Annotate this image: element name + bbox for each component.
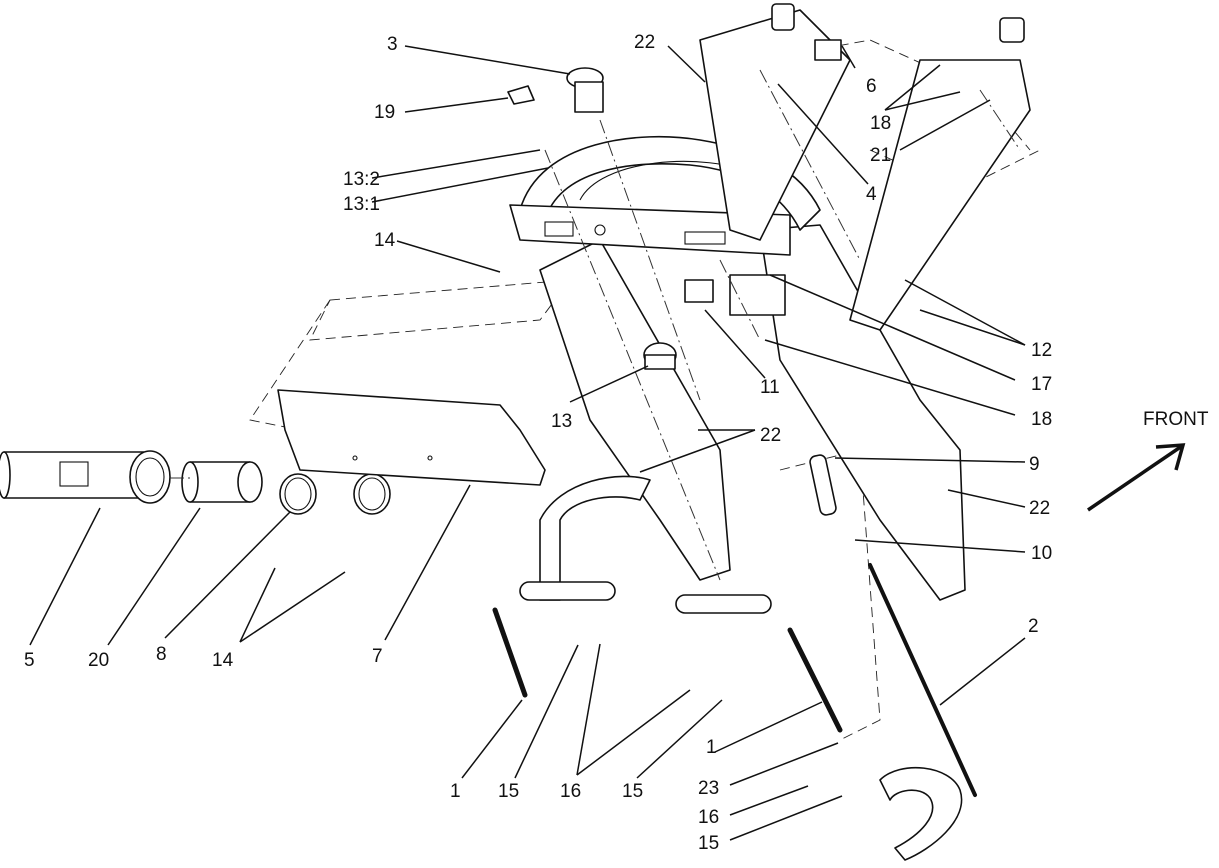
callout-14-bottom: 14 (212, 650, 234, 671)
callout-18-top: 18 (870, 113, 892, 134)
callout-9: 9 (1029, 454, 1040, 475)
hose-clamp-left (279, 473, 317, 515)
callout-20: 20 (88, 650, 110, 671)
callout-17: 17 (1031, 374, 1053, 395)
choke-knob (566, 67, 604, 113)
callout-19: 19 (374, 102, 396, 123)
callout-3: 3 (387, 34, 398, 55)
callout-7: 7 (372, 646, 383, 667)
callout-15-mid: 15 (622, 781, 644, 802)
callout-6: 6 (866, 76, 877, 97)
callout-22-right: 22 (1029, 498, 1051, 519)
front-arrow-icon (1087, 443, 1186, 512)
callout-13-2: 13:2 (343, 169, 380, 190)
callout-1-right: 1 (706, 737, 717, 758)
callout-21: 21 (870, 145, 892, 166)
callout-16-right: 16 (698, 807, 720, 828)
left-side-plate (539, 239, 731, 581)
callout-22-mid: 22 (760, 425, 782, 446)
callout-11: 11 (760, 377, 780, 398)
leader-lines (29, 45, 1026, 841)
callout-15-right: 15 (698, 833, 720, 854)
callout-22-top: 22 (634, 32, 656, 53)
callout-15-left: 15 (498, 781, 520, 802)
callout-13-1: 13:1 (343, 194, 380, 215)
lower-bail (539, 475, 651, 601)
callout-23: 23 (698, 778, 720, 799)
callout-13: 13 (551, 411, 573, 432)
chute-tube (0, 450, 171, 504)
chute-sleeve (181, 461, 263, 503)
callout-10: 10 (1031, 543, 1053, 564)
lever-knob-right (999, 17, 1025, 43)
callout-12: 12 (1031, 340, 1053, 361)
right-side-plate (759, 224, 966, 601)
rod-right (787, 627, 843, 733)
callout-1-left: 1 (450, 781, 461, 802)
pivot-bracket (879, 766, 963, 861)
control-panel (509, 204, 791, 256)
gas-spring (809, 454, 837, 516)
switch-6 (814, 39, 842, 61)
rod-left (492, 607, 528, 698)
hose-clamp-right (353, 473, 391, 515)
callout-8: 8 (156, 644, 167, 665)
callout-18-mid: 18 (1031, 409, 1053, 430)
callout-16-left: 16 (560, 781, 582, 802)
callout-2: 2 (1028, 616, 1039, 637)
relay-module (684, 279, 714, 303)
callout-5: 5 (24, 650, 35, 671)
key (507, 85, 535, 105)
lever-knob-left (771, 3, 795, 31)
front-label: FRONT (1143, 409, 1209, 430)
assembly-lines (170, 69, 1021, 581)
ignition-switch (643, 342, 677, 370)
long-rod (868, 563, 977, 797)
callout-4: 4 (866, 184, 877, 205)
upper-frame-far-right (849, 59, 1031, 331)
callout-14-top: 14 (374, 230, 396, 251)
shield-plate (277, 389, 546, 486)
